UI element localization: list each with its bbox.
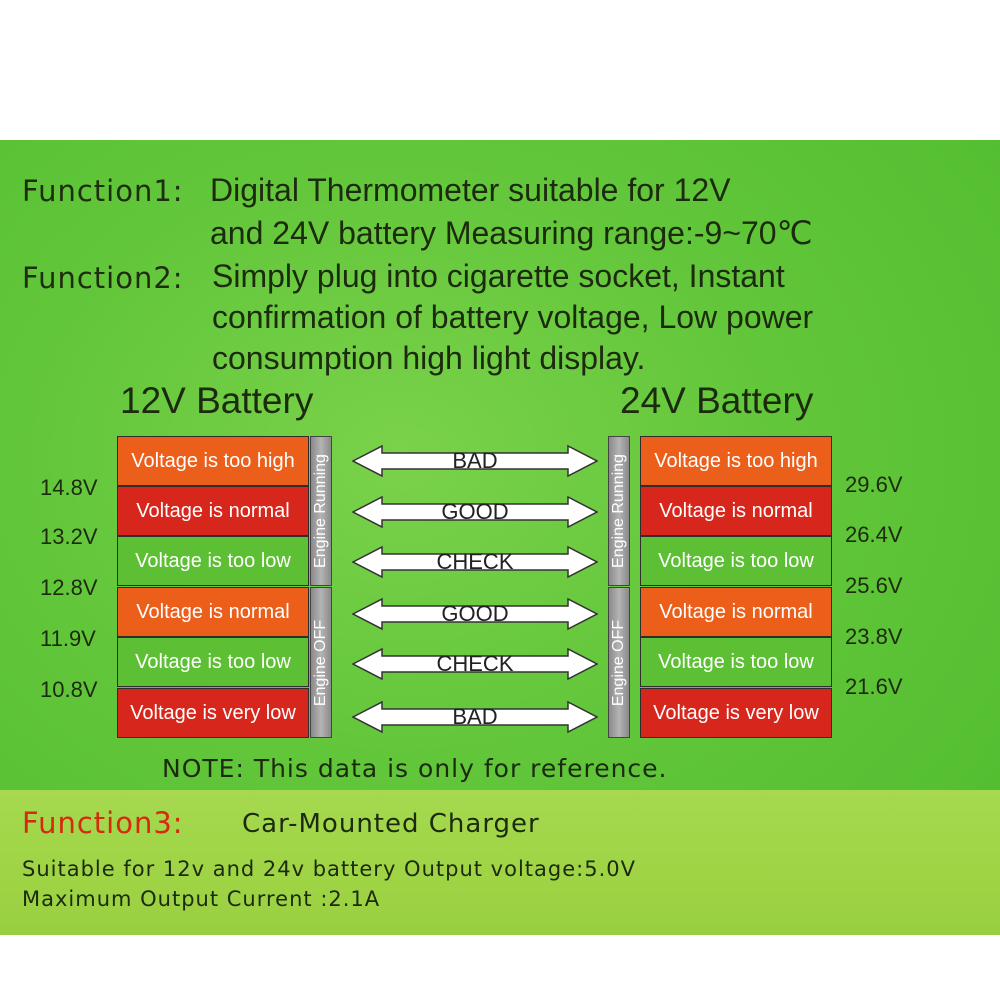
battery24-cell-very-low: Voltage is very low bbox=[640, 688, 832, 738]
double-arrow-icon bbox=[352, 700, 598, 734]
function2-line1: Simply plug into cigarette socket, Insta… bbox=[212, 258, 785, 294]
double-arrow-icon bbox=[352, 545, 598, 579]
battery12-threshold-5: 10.8V bbox=[40, 677, 98, 702]
status-label-3: CHECK bbox=[436, 549, 514, 574]
battery24-cell-normal-off: Voltage is normal bbox=[640, 587, 832, 637]
status-row-4: GOOD bbox=[352, 597, 598, 631]
status-label-6: BAD bbox=[452, 704, 498, 729]
battery12-threshold-3: 12.8V bbox=[40, 575, 98, 600]
battery24-engine-running-label: Engine Running bbox=[608, 436, 630, 586]
double-arrow-icon bbox=[352, 647, 598, 681]
battery12-engine-running-text: Engine Running bbox=[312, 454, 329, 568]
status-label-4: GOOD bbox=[441, 601, 509, 626]
battery24-cell-normal-running: Voltage is normal bbox=[640, 486, 832, 536]
battery12-cell-too-low-off: Voltage is too low bbox=[117, 637, 309, 687]
function2-label: Function2: bbox=[22, 261, 184, 295]
battery12-threshold-2: 13.2V bbox=[40, 524, 98, 549]
status-row-3: CHECK bbox=[352, 545, 598, 579]
reference-note: NOTE: This data is only for reference. bbox=[162, 754, 668, 783]
status-label-1: BAD bbox=[452, 448, 498, 473]
battery12-engine-off-label: Engine OFF bbox=[310, 587, 332, 738]
function3-label: Function3: bbox=[22, 806, 184, 840]
function2-line2: confirmation of battery voltage, Low pow… bbox=[212, 299, 814, 335]
status-row-2: GOOD bbox=[352, 495, 598, 529]
function3-line1: Suitable for 12v and 24v battery Output … bbox=[22, 857, 636, 881]
battery24-title: 24V Battery bbox=[620, 380, 814, 421]
function3-band bbox=[0, 790, 1000, 935]
function1-label: Function1: bbox=[22, 174, 184, 208]
status-label-5: CHECK bbox=[436, 651, 514, 676]
status-row-6: BAD bbox=[352, 700, 598, 734]
battery24-cell-too-low-running: Voltage is too low bbox=[640, 536, 832, 586]
battery12-threshold-1: 14.8V bbox=[40, 475, 98, 500]
battery24-engine-off-text: Engine OFF bbox=[610, 619, 627, 706]
double-arrow-icon bbox=[352, 495, 598, 529]
battery12-cell-too-low-running: Voltage is too low bbox=[117, 536, 309, 586]
function1-line2: and 24V battery Measuring range:-9~70℃ bbox=[210, 215, 813, 251]
status-row-1: BAD bbox=[352, 444, 598, 478]
function3-line2: Maximum Output Current :2.1A bbox=[22, 887, 381, 911]
battery24-threshold-3: 25.6V bbox=[845, 573, 903, 598]
battery24-threshold-4: 23.8V bbox=[845, 624, 903, 649]
function3-title: Car-Mounted Charger bbox=[242, 809, 540, 839]
battery12-engine-off-text: Engine OFF bbox=[312, 619, 329, 706]
function1-line1: Digital Thermometer suitable for 12V bbox=[210, 172, 731, 208]
battery12-cell-normal-off: Voltage is normal bbox=[117, 587, 309, 637]
double-arrow-icon bbox=[352, 444, 598, 478]
battery24-threshold-2: 26.4V bbox=[845, 522, 903, 547]
battery12-cell-very-low: Voltage is very low bbox=[117, 688, 309, 738]
battery12-engine-running-label: Engine Running bbox=[310, 436, 332, 586]
battery24-engine-running-text: Engine Running bbox=[610, 454, 627, 568]
battery12-cell-too-high: Voltage is too high bbox=[117, 436, 309, 486]
battery24-cell-too-high: Voltage is too high bbox=[640, 436, 832, 486]
function2-line3: consumption high light display. bbox=[212, 340, 646, 376]
battery24-threshold-5: 21.6V bbox=[845, 674, 903, 699]
battery12-title: 12V Battery bbox=[120, 380, 314, 421]
battery12-cell-normal-running: Voltage is normal bbox=[117, 486, 309, 536]
battery24-cell-too-low-off: Voltage is too low bbox=[640, 637, 832, 687]
status-label-2: GOOD bbox=[441, 499, 509, 524]
status-row-5: CHECK bbox=[352, 647, 598, 681]
battery12-threshold-4: 11.9V bbox=[40, 626, 96, 651]
double-arrow-icon bbox=[352, 597, 598, 631]
battery24-engine-off-label: Engine OFF bbox=[608, 587, 630, 738]
battery24-threshold-1: 29.6V bbox=[845, 472, 903, 497]
